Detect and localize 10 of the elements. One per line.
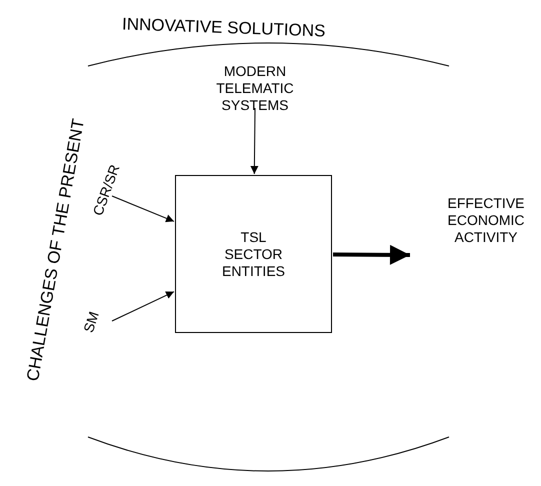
arrow: [250, 108, 258, 174]
node-label: EFFECTIVE ECONOMIC ACTIVITY: [446, 194, 526, 246]
node-label: SM: [80, 309, 102, 335]
curved-heading: INNOVATIVE SOLUTIONS: [122, 14, 326, 42]
node-label: MODERN TELEMATIC SYSTEMS: [215, 62, 295, 114]
process-box: [175, 175, 332, 333]
node-label: TSL SECTOR ENTITIES: [220, 228, 286, 280]
arrow: [112, 291, 174, 322]
arrow: [112, 196, 174, 222]
arrow: [333, 244, 410, 265]
